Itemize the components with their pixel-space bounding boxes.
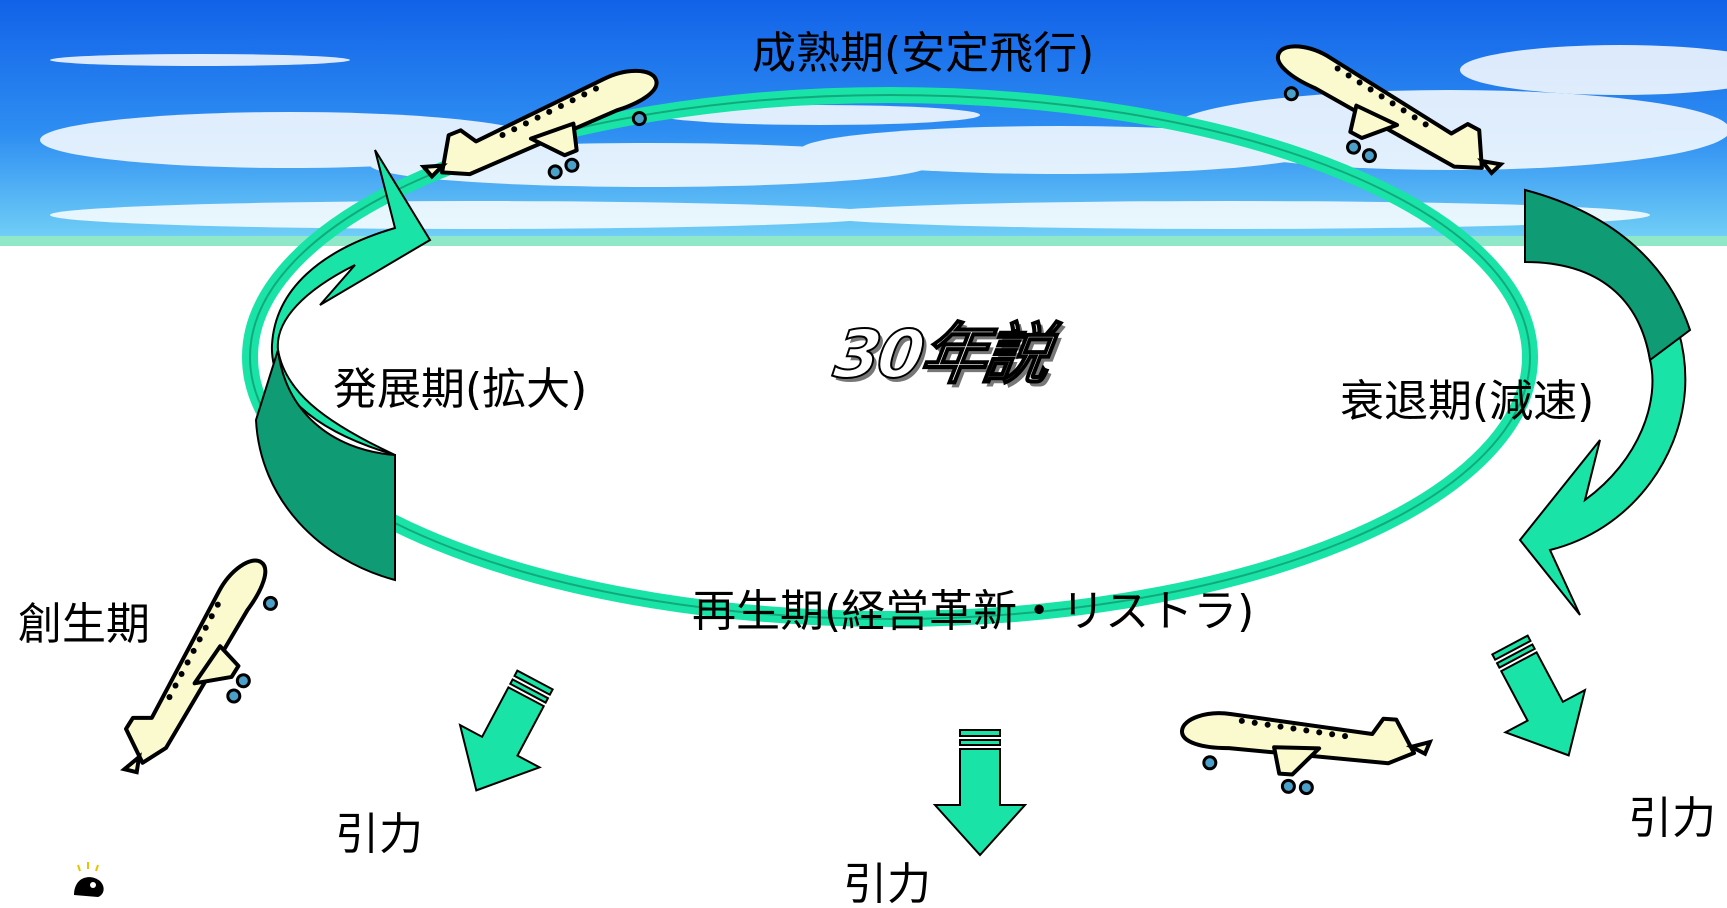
gravity-label-center: 引力	[843, 859, 931, 908]
airplane-icon-founding	[105, 546, 309, 803]
center-title: 30年説	[829, 315, 1054, 394]
stage-label-regeneration: 再生期(経営革新・リストラ)	[692, 586, 1255, 637]
airplane-icon-regeneration	[1176, 702, 1434, 804]
gravity-arrow-icon-center	[934, 729, 1026, 856]
gravity-label-left: 引力	[335, 809, 423, 860]
cycle-ring	[242, 87, 1538, 627]
stage-label-maturity: 成熟期(安定飛行)	[752, 28, 1095, 79]
stage-label-founding: 創生期	[18, 599, 150, 650]
stage-label-development: 発展期(拡大)	[333, 364, 588, 415]
pointer-bird-icon	[74, 862, 104, 897]
horizon-line	[0, 236, 1727, 246]
gravity-arrow-icon-right	[1469, 622, 1610, 778]
gravity-arrow-icon-left	[435, 657, 576, 813]
stage-label-decline: 衰退期(減速)	[1340, 376, 1595, 427]
gravity-label-right: 引力	[1628, 793, 1716, 844]
